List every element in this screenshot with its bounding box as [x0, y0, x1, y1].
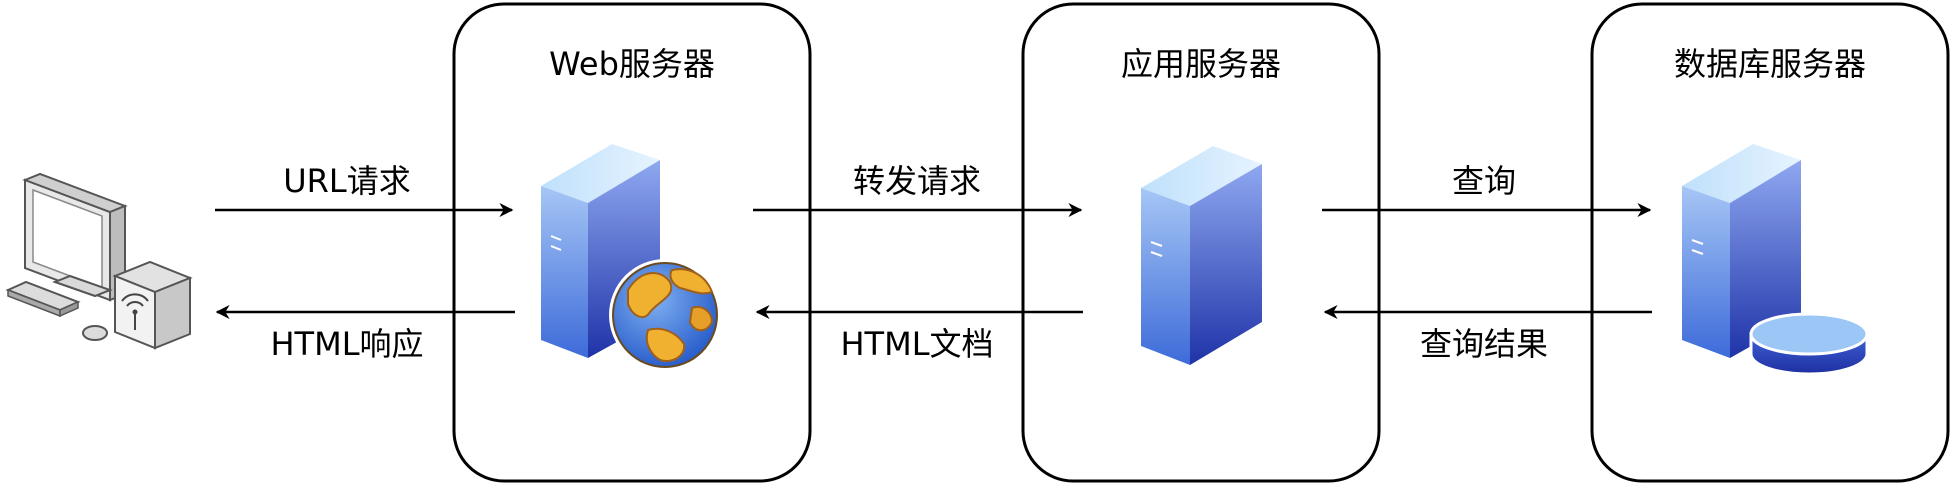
- query-label: 查询: [1452, 162, 1516, 200]
- server-tower-icon: [1141, 146, 1262, 365]
- app-server-title: 应用服务器: [1121, 45, 1281, 83]
- db-server-box: [1590, 2, 1950, 483]
- html-document-label: HTML文档: [840, 325, 993, 363]
- database-server-icon: [1682, 144, 1869, 376]
- db-server-title: 数据库服务器: [1674, 45, 1866, 83]
- query-result-label: 查询结果: [1420, 325, 1548, 363]
- web-server-globe-icon: [541, 144, 721, 371]
- html-response-label: HTML响应: [270, 325, 423, 363]
- url-request-label: URL请求: [283, 162, 411, 200]
- forward-request-label: 转发请求: [853, 162, 981, 200]
- app-server-box: [1021, 2, 1381, 483]
- client-computer-icon: [5, 172, 193, 350]
- web-server-box: [452, 2, 812, 483]
- web-server-title: Web服务器: [549, 45, 715, 83]
